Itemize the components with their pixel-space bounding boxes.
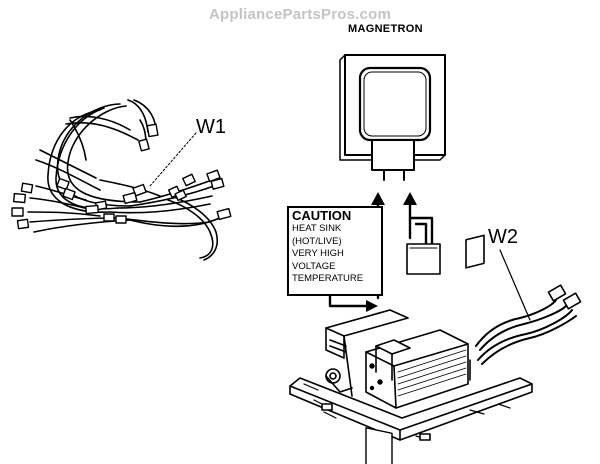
- rectifier-board: [365, 363, 393, 464]
- w1-connectors: [11, 123, 232, 230]
- magnetron-label: MAGNETRON: [348, 23, 423, 35]
- caution-line-hot-live: (HOT/LIVE): [292, 235, 342, 247]
- w1-label: W1: [196, 116, 226, 138]
- transformer-drawing: [365, 329, 469, 409]
- heat-sink-plate: [325, 309, 409, 397]
- caution-arrow: [328, 294, 370, 308]
- caution-line-very-high: VERY HIGH: [292, 248, 344, 260]
- capacitor-drawing: [406, 243, 441, 275]
- terminal-block: [465, 234, 485, 381]
- caution-line-temperature: TEMPERATURE: [292, 273, 364, 285]
- wire-pair-w2: [475, 299, 577, 365]
- caution-title: CAUTION: [292, 208, 352, 223]
- watermark-text: AppliancePartsPros.com: [209, 6, 391, 23]
- chassis-base: [289, 377, 533, 441]
- fuse-holder: [325, 368, 353, 393]
- w2-label: W2: [488, 226, 518, 248]
- caution-line-voltage: VOLTAGE: [292, 260, 336, 272]
- w2-connectors: [547, 284, 582, 310]
- w1-leader-line: [149, 132, 197, 187]
- caution-line-heat-sink: HEAT SINK: [292, 223, 342, 234]
- caution-box: CAUTION HEAT SINK (HOT/LIVE) VERY HIGH V…: [287, 206, 383, 296]
- magnetron-drawing: [339, 54, 446, 181]
- w2-leader-line: [499, 249, 531, 321]
